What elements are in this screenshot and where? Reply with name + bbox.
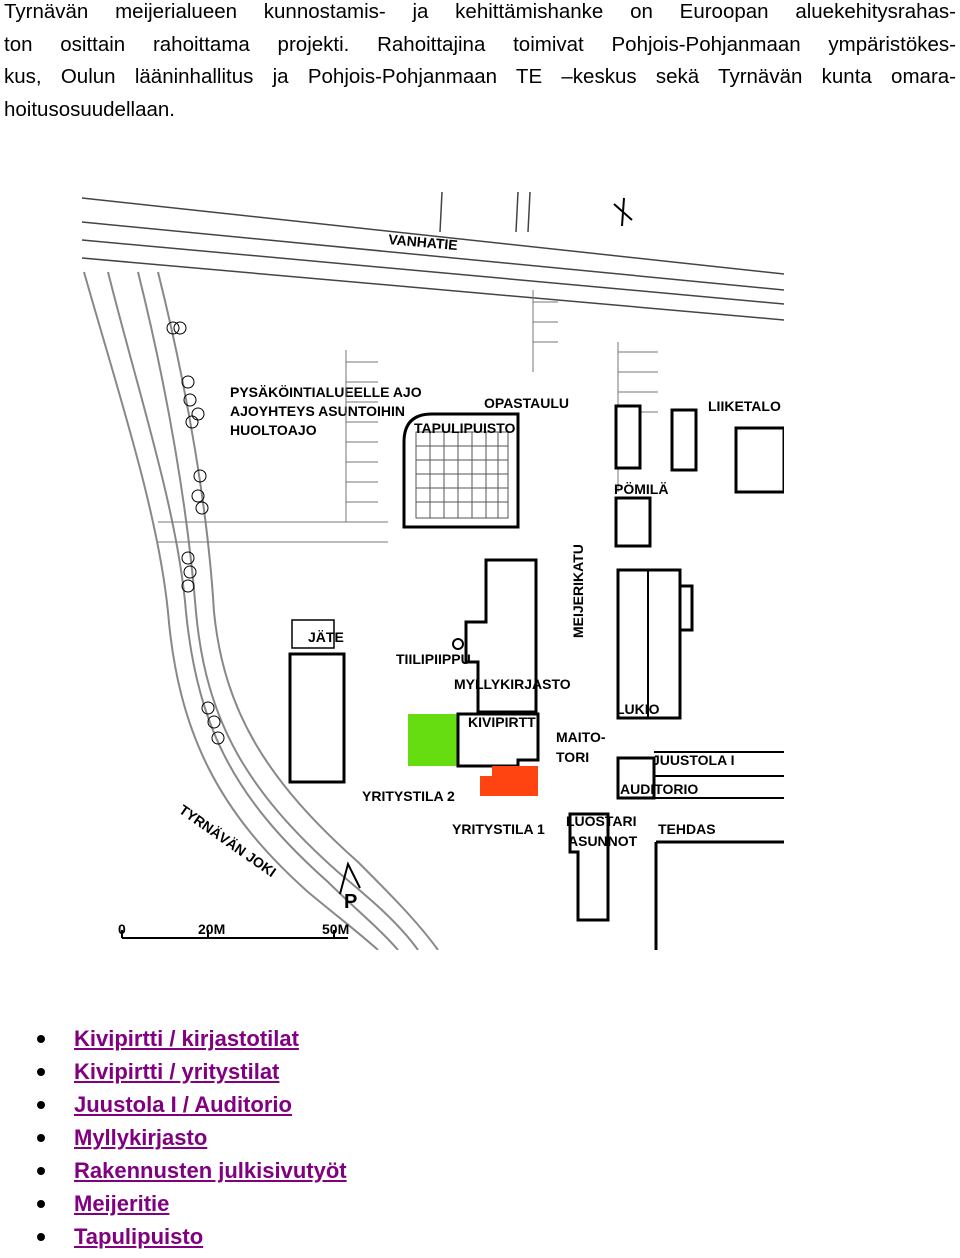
bullet-icon [37, 1167, 45, 1175]
scale-label-20: 20M [198, 921, 225, 937]
bullet-icon [37, 1101, 45, 1109]
link-myllykirjasto[interactable]: Myllykirjasto [74, 1125, 208, 1150]
kivipirtti-label: KIVIPIRTTI [468, 714, 540, 730]
bullet-icon [37, 1035, 45, 1043]
juustola-label: JUUSTOLA I [652, 752, 734, 768]
jate-label: JÄTE [308, 629, 344, 645]
building-left [288, 652, 346, 784]
juustola-outline [654, 751, 784, 799]
parking-sign-icon: P [339, 861, 361, 913]
chimney-icon [452, 638, 464, 650]
svg-text:P: P [344, 891, 357, 913]
auditorio-label: AUDITORIO [620, 781, 698, 797]
list-item: Tapulipuisto [30, 1220, 347, 1253]
asunnot-label: ASUNNOT [568, 833, 638, 849]
building-myllykirjasto [464, 558, 538, 714]
river [83, 271, 439, 950]
list-item: Meijeritie [30, 1187, 347, 1220]
green-area [408, 714, 458, 766]
list-item: Kivipirtti / kirjastotilat [30, 1022, 347, 1055]
building-liiketalo-c [734, 426, 784, 494]
building-luostari-asunnot [568, 812, 610, 922]
myllykirjasto-label: MYLLYKIRJASTO [454, 676, 571, 692]
vanhatie-label: VANHATIE [388, 231, 459, 253]
yritystila2-label: YRITYSTILA 2 [362, 788, 455, 804]
building-liiketalo-a [614, 404, 642, 470]
liiketalo-label: LIIKETALO [708, 398, 781, 414]
bullet-icon [37, 1068, 45, 1076]
list-item: Kivipirtti / yritystilat [30, 1055, 347, 1088]
trees [166, 321, 225, 745]
vanhatie-road [81, 192, 784, 321]
maitotori-label-2: TORI [556, 749, 589, 765]
lukio-label: LUKIO [616, 701, 660, 717]
link-kivipirtti-kirjastotilat[interactable]: Kivipirtti / kirjastotilat [74, 1026, 299, 1051]
meijerikatu-label: MEIJERIKATU [570, 544, 586, 638]
tehdas-label: TEHDAS [658, 821, 716, 837]
orange-area [480, 766, 538, 796]
building-auditorio [616, 756, 656, 800]
river-label: TYRNÄVÄN JOKI [176, 801, 279, 880]
luostari-label: LUOSTARI [566, 813, 637, 829]
intro-paragraph: Tyrnävän meijerialueen kunnostamis- ja k… [4, 0, 956, 126]
building-tehdas [654, 840, 784, 950]
building-lukio-annex [678, 584, 694, 632]
tapulipuisto-park [402, 412, 520, 529]
waste-area [291, 619, 335, 649]
opastaulu-label: OPASTAULU [484, 395, 569, 411]
pomila-label: PÖMILÄ [614, 481, 668, 497]
building-pomila [614, 496, 652, 548]
bullet-icon [37, 1233, 45, 1241]
link-meijeritie[interactable]: Meijeritie [74, 1191, 170, 1216]
bullet-icon [37, 1200, 45, 1208]
tapulipuisto-label: TAPULIPUISTO [414, 420, 515, 436]
parking-label-1: PYSÄKÖINTIALUEELLE AJO [230, 384, 422, 400]
intro-line: ton osittain rahoittama projekti. Rahoit… [4, 32, 956, 56]
building-liiketalo-b [670, 408, 698, 472]
intro-line: Tyrnävän meijerialueen kunnostamis- ja k… [4, 0, 956, 23]
parking-label-3: HUOLTOAJO [230, 422, 317, 438]
scale-bar [121, 930, 348, 939]
scale-label-50: 50M [322, 921, 349, 937]
intro-line: kus, Oulun lääninhallitus ja Pohjois-Poh… [4, 65, 956, 88]
link-tapulipuisto[interactable]: Tapulipuisto [74, 1224, 204, 1249]
scale-label-0: 0 [118, 921, 126, 937]
link-kivipirtti-yritystilat[interactable]: Kivipirtti / yritystilat [74, 1059, 280, 1084]
parking-label-2: AJOYHTEYS ASUNTOIHIN [230, 403, 405, 419]
yritystila1-label: YRITYSTILA 1 [452, 821, 545, 837]
site-map: VANHATIE TYRNÄVÄN JOKI PYSÄKÖINTIALUEELL… [81, 192, 784, 950]
tiilipiippu-label: TIILIPIIPPU [396, 651, 471, 667]
list-item: Juustola I / Auditorio [30, 1088, 347, 1121]
list-item: Rakennusten julkisivutyöt [30, 1154, 347, 1187]
bullet-icon [37, 1134, 45, 1142]
link-julkisivutyot[interactable]: Rakennusten julkisivutyöt [74, 1158, 347, 1183]
list-item: Myllykirjasto [30, 1121, 347, 1154]
link-juustola-auditorio[interactable]: Juustola I / Auditorio [74, 1092, 292, 1117]
project-links-list: Kivipirtti / kirjastotilat Kivipirtti / … [30, 1022, 347, 1253]
maitotori-label-1: MAITO- [556, 729, 606, 745]
building-kivipirtti [456, 712, 540, 768]
intro-line: hoitusosuudellaan. [4, 97, 175, 121]
